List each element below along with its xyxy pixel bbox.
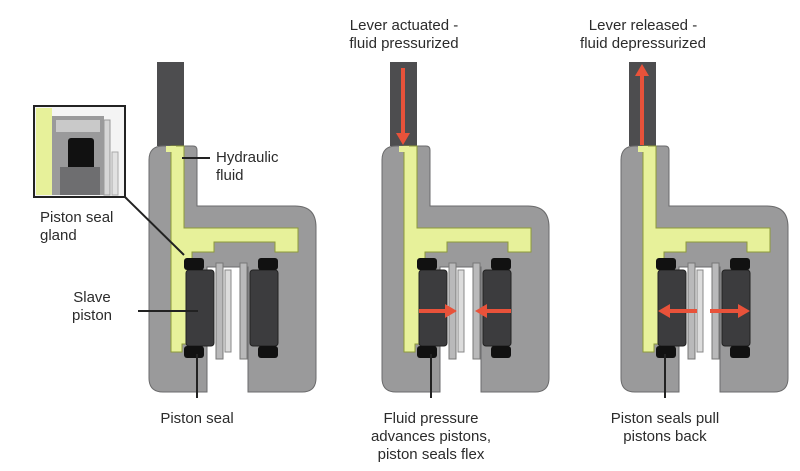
piston-seal-gland-label-line-1: Piston seal [40, 209, 113, 226]
left-piston [657, 269, 687, 347]
left-piston-seal-top [417, 258, 437, 270]
hydraulic-fluid [403, 145, 532, 353]
left-brake-pad [215, 262, 224, 360]
pressure-arrow-down [396, 133, 410, 145]
lever-released-label-line-1: Lever released - [589, 17, 697, 34]
hydraulic-fluid [642, 145, 771, 353]
piston-seal-gland-label-line-2: gland [40, 227, 77, 244]
right-piston-seal-bottom [258, 346, 278, 358]
lever-actuated-label-line-2: fluid pressurized [349, 35, 458, 52]
right-piston-seal-bottom [730, 346, 750, 358]
brake-rotor [457, 269, 465, 353]
fluid-pressure-label-line-3: piston seals flex [378, 446, 485, 463]
right-piston-arrow-out [738, 304, 750, 318]
left-piston-seal-top [184, 258, 204, 270]
piston-seal-label-line-1: Piston seal [160, 410, 233, 427]
seals-pull-label-line-2: pistons back [623, 428, 707, 445]
left-piston-seal-bottom [417, 346, 437, 358]
left-piston-seal-bottom [184, 346, 204, 358]
slave-piston-label-line-2: piston [72, 307, 112, 324]
lever-released-label-line-2: fluid depressurized [580, 35, 706, 52]
pressure-arrow-up [635, 64, 649, 76]
lever-rod [157, 62, 184, 146]
right-piston [249, 269, 279, 347]
left-piston-seal-bottom [656, 346, 676, 358]
left-piston-seal-top [656, 258, 676, 270]
caliper-panel-rest [148, 62, 317, 393]
right-piston-seal-top [258, 258, 278, 270]
inset-piston [60, 167, 100, 195]
caliper-panel-actuated [381, 62, 550, 393]
hydraulic-fluid [170, 145, 299, 353]
right-piston-seal-bottom [491, 346, 511, 358]
left-piston-arrow-in [445, 304, 457, 318]
seals-pull-label-line-1: Piston seals pull [611, 410, 719, 427]
right-piston-seal-top [491, 258, 511, 270]
brake-rotor [696, 269, 704, 353]
brake-rotor [224, 269, 232, 353]
fluid-pressure-label-line-2: advances pistons, [371, 428, 491, 445]
gland-leader-line [124, 196, 185, 256]
fluid-pressure-label-line-1: Fluid pressure [383, 410, 478, 427]
slave-piston-label-line-1: Slave [73, 289, 111, 306]
right-piston-seal-top [730, 258, 750, 270]
seal-gland-inset [33, 105, 126, 198]
hydraulic-fluid-label-line-2: fluid [216, 167, 244, 184]
right-piston-arrow-in [475, 304, 487, 318]
inset-seal [68, 138, 94, 172]
caliper-panel-released [620, 62, 789, 393]
left-piston-arrow-out [658, 304, 670, 318]
left-piston [185, 269, 215, 347]
left-piston [418, 269, 448, 347]
lever-actuated-label-line-1: Lever actuated - [350, 17, 458, 34]
hydraulic-fluid-label-line-1: Hydraulic [216, 149, 279, 166]
right-piston [482, 269, 512, 347]
right-piston [721, 269, 751, 347]
right-brake-pad [239, 262, 248, 360]
